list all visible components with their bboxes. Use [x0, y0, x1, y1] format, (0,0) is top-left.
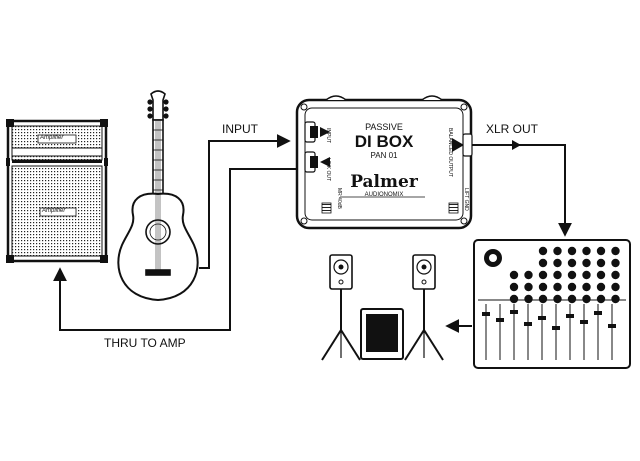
- di-box-model: PAN 01: [370, 151, 398, 160]
- mixer-knob: [524, 282, 533, 292]
- mixer-knob: [567, 270, 577, 280]
- input-label: INPUT: [222, 122, 258, 136]
- mixer-knob: [596, 246, 606, 256]
- di-box-brand: Palmer: [350, 172, 418, 192]
- mixer-fader-cap: [510, 310, 518, 314]
- mixer-fader-cap: [594, 311, 602, 315]
- mixer-fader-cap: [566, 314, 574, 318]
- mixer-knob: [538, 270, 548, 280]
- mixer-knob: [596, 294, 606, 304]
- speaker-left: [321, 254, 361, 361]
- mixer-fader-cap: [538, 316, 546, 320]
- switch-label-right: LIFT GND: [463, 188, 469, 211]
- mixer-fader-cap: [482, 312, 490, 316]
- mixer-knob: [611, 282, 620, 292]
- jack-label-input: INPUT: [325, 128, 331, 143]
- jack-label-link: LINK OUT: [325, 158, 331, 182]
- cable-thru-to-amp: [53, 168, 297, 331]
- mixer-knob: [611, 294, 620, 304]
- amp-cabinet: [6, 119, 108, 263]
- cable-xlr-out: [472, 144, 572, 237]
- mixer-fader-cap: [496, 318, 504, 322]
- mixer-fader-cap: [580, 320, 588, 324]
- mixer-knob: [567, 246, 577, 256]
- mixer-knob: [611, 246, 620, 256]
- di-box: [295, 95, 473, 230]
- di-box-title: DI BOX: [354, 132, 414, 151]
- speaker-right: [404, 254, 444, 361]
- subwoofer: [360, 308, 404, 360]
- mixer-knob: [611, 270, 620, 280]
- mixer-knob: [567, 294, 577, 304]
- acoustic-guitar: [117, 90, 199, 302]
- mixer-fader-cap: [524, 322, 532, 326]
- cabinet-badge-bottom: Amplifier: [42, 208, 66, 214]
- mixer-knob: [596, 258, 606, 268]
- mic-level-switch: [321, 202, 332, 214]
- mixer-fader-cap: [608, 324, 616, 328]
- mixer-knob: [509, 294, 519, 304]
- di-box-sub: AUDIONOMIX: [364, 192, 404, 198]
- switch-label-left: MR 40dB: [336, 188, 342, 209]
- mixer-knob: [524, 270, 533, 280]
- mixer-knob: [553, 258, 562, 268]
- mixer-knob: [567, 282, 577, 292]
- mixing-console: [473, 239, 631, 369]
- ground-lift-switch: [448, 202, 459, 214]
- mixer-knob: [567, 258, 577, 268]
- xlr-output-jack: [462, 133, 473, 157]
- mixer-knob: [553, 270, 562, 280]
- mixer-knob: [582, 294, 591, 304]
- mixer-knob: [538, 246, 548, 256]
- di-box-type: PASSIVE: [365, 122, 403, 132]
- mixer-knob: [582, 270, 591, 280]
- mixer-knob: [538, 294, 548, 304]
- mixer-knob: [524, 294, 533, 304]
- mixer-knob: [538, 258, 548, 268]
- cable-input: [199, 134, 291, 269]
- mixer-knob-rows: [509, 246, 620, 304]
- mixer-knob: [553, 294, 562, 304]
- xlr-out-label: XLR OUT: [486, 122, 539, 136]
- mixer-knob: [596, 282, 606, 292]
- mixer-knob: [538, 282, 548, 292]
- mixer-knob: [582, 258, 591, 268]
- mixer-fader-section: [478, 299, 626, 360]
- xlr-midpoint-arrow: [512, 140, 521, 150]
- link-out-jack-arrow-icon: [320, 157, 330, 167]
- di-box-faceplate: PASSIVE DI BOX PAN 01 Palmer AUDIONOMIX: [330, 122, 438, 199]
- jack-label-balanced: BALANCED OUTPUT: [447, 128, 453, 177]
- mixer-knob: [582, 282, 591, 292]
- mixer-fader-cap: [552, 326, 560, 330]
- input-jack-arrow-icon: [320, 127, 330, 137]
- mixer-knob: [509, 270, 519, 280]
- balanced-out-arrow-icon: [452, 138, 464, 152]
- cabinet-badge-top: Amplifier: [40, 135, 64, 141]
- mixer-knob: [596, 270, 606, 280]
- thru-to-amp-label: THRU TO AMP: [104, 336, 186, 350]
- mixer-knob: [509, 282, 519, 292]
- mixer-knob: [553, 282, 562, 292]
- mixer-knob: [553, 246, 562, 256]
- mixer-knob: [582, 246, 591, 256]
- mixer-knob: [611, 258, 620, 268]
